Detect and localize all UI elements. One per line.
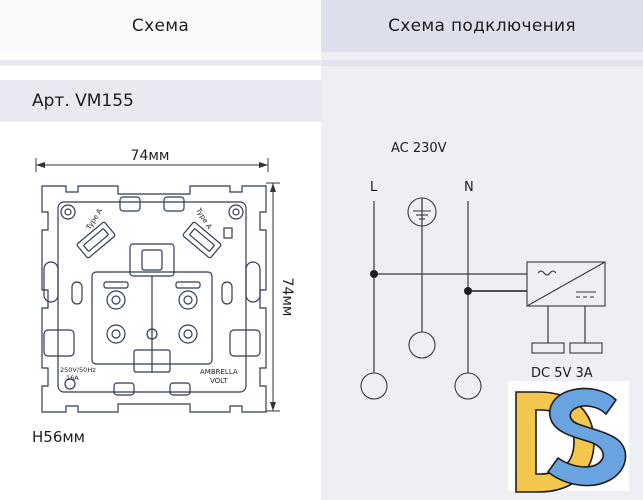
divider-band (321, 60, 643, 66)
usb-type-label-left: Type A (84, 207, 104, 232)
output-terminals (531, 342, 603, 354)
brand-marking-sub: VOLT (210, 377, 228, 385)
neutral-label: N (464, 180, 474, 195)
article-bar: Арт. VM155 (0, 80, 321, 122)
rating-voltage: 250V/50Hz (60, 366, 96, 374)
rating-current: 16A (66, 374, 79, 382)
width-dimension-label: 74мм (131, 148, 170, 164)
ds-logo (508, 381, 629, 493)
terminal-circles (360, 331, 482, 400)
supply-voltage-label: AC 230V (391, 141, 447, 156)
divider-band (0, 60, 321, 66)
article-number: Арт. VM155 (32, 91, 134, 111)
socket-drawing (41, 185, 267, 413)
tab-scheme[interactable]: Схема (0, 0, 321, 52)
brand-marking: AMBRELLA (200, 368, 238, 376)
usb-type-label-right: Type A (194, 206, 214, 231)
wiring-lines (373, 198, 586, 373)
height-dimension: 74мм (266, 182, 295, 412)
width-dimension: 74мм (35, 148, 269, 172)
tab-connection-scheme-label: Схема подключения (388, 16, 576, 36)
line-label: L (370, 180, 378, 195)
output-voltage-label: DC 5V 3A (531, 366, 593, 381)
tab-connection-scheme[interactable]: Схема подключения (321, 0, 643, 52)
power-converter (526, 261, 606, 307)
height-dimension-label: 74мм (279, 278, 295, 317)
junction-dots (370, 270, 472, 295)
height-label: H56мм (32, 428, 85, 446)
tab-scheme-label: Схема (131, 16, 190, 36)
earth-symbol (407, 197, 437, 227)
